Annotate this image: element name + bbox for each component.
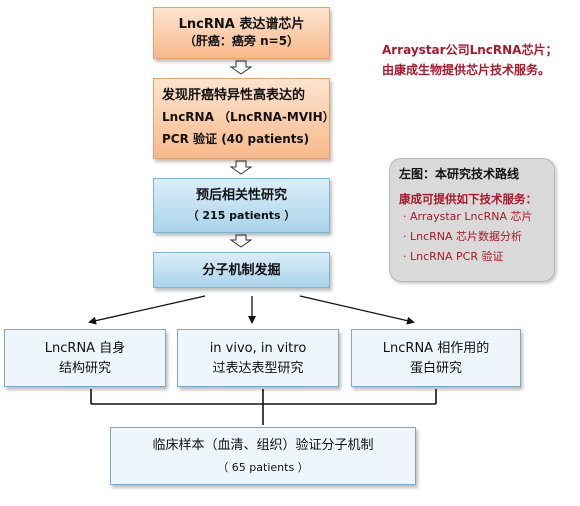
arraystar-note-line2: 由康成生物提供芯片技术服务。: [382, 63, 551, 77]
services-info-title: 左图：本研究技术路线: [399, 167, 520, 181]
step-discovery-line3: PCR 验证 (40 patients): [162, 132, 310, 146]
branch-overexpression-line1: in vivo, in vitro: [209, 341, 307, 356]
step-prognosis-subtitle: （ 215 patients ）: [187, 209, 296, 222]
step-microarray-subtitle: （肝癌：癌旁 n=5）: [183, 34, 300, 48]
hollow-down-arrow-icon: [229, 160, 253, 175]
arraystar-note-line1: Arraystar公司LncRNA芯片；: [382, 43, 558, 57]
branch-structure-study: LncRNA 自身 结构研究: [4, 329, 166, 387]
hollow-down-arrow-icon: [229, 234, 253, 248]
services-info-subtitle: 康成可提供如下技术服务：: [399, 192, 537, 206]
branch-protein-line1: LncRNA 相作用的: [382, 341, 490, 356]
branch-overexpression-line2: 过表达表型研究: [212, 361, 304, 376]
step-clinical-validation: 临床样本（血清、组织）验证分子机制 （ 65 patients ）: [110, 427, 416, 485]
step-discovery-line1: 发现肝癌特异性高表达的: [162, 88, 306, 103]
branch-protein-study: LncRNA 相作用的 蛋白研究: [351, 329, 521, 387]
down-arrow-icon: [299, 295, 415, 325]
merge-connector: [90, 389, 437, 425]
services-item: · LncRNA 芯片数据分析: [403, 230, 523, 243]
branch-structure-line2: 结构研究: [58, 361, 111, 376]
down-arrow-icon: [88, 295, 206, 325]
step-discovery-line2: LncRNA （LncRNA-MVIH）: [162, 110, 335, 124]
services-info-box: 左图：本研究技术路线 康成可提供如下技术服务： · Arraystar LncR…: [389, 158, 555, 282]
step-prognosis: 预后相关性研究 （ 215 patients ）: [153, 178, 330, 233]
step-discovery: 发现肝癌特异性高表达的 LncRNA （LncRNA-MVIH） PCR 验证 …: [153, 78, 335, 159]
arraystar-note: Arraystar公司LncRNA芯片； 由康成生物提供芯片技术服务。: [382, 40, 578, 80]
step-clinical-subtitle: （ 65 patients ）: [217, 461, 309, 474]
step-clinical-title: 临床样本（血清、组织）验证分子机制: [152, 438, 374, 453]
branch-overexpression-study: in vivo, in vitro 过表达表型研究: [177, 329, 339, 387]
step-mechanism-title: 分子机制发掘: [202, 263, 281, 278]
step-microarray: LncRNA 表达谱芯片 （肝癌：癌旁 n=5）: [153, 7, 330, 59]
step-microarray-title: LncRNA 表达谱芯片: [178, 17, 305, 32]
step-prognosis-title: 预后相关性研究: [195, 188, 287, 203]
branch-structure-line1: LncRNA 自身: [44, 341, 126, 356]
step-mechanism: 分子机制发掘: [153, 252, 330, 288]
services-item: · LncRNA PCR 验证: [403, 250, 504, 263]
services-item: · Arraystar LncRNA 芯片: [403, 210, 533, 223]
branch-protein-line2: 蛋白研究: [409, 361, 462, 376]
hollow-down-arrow-icon: [229, 60, 253, 75]
